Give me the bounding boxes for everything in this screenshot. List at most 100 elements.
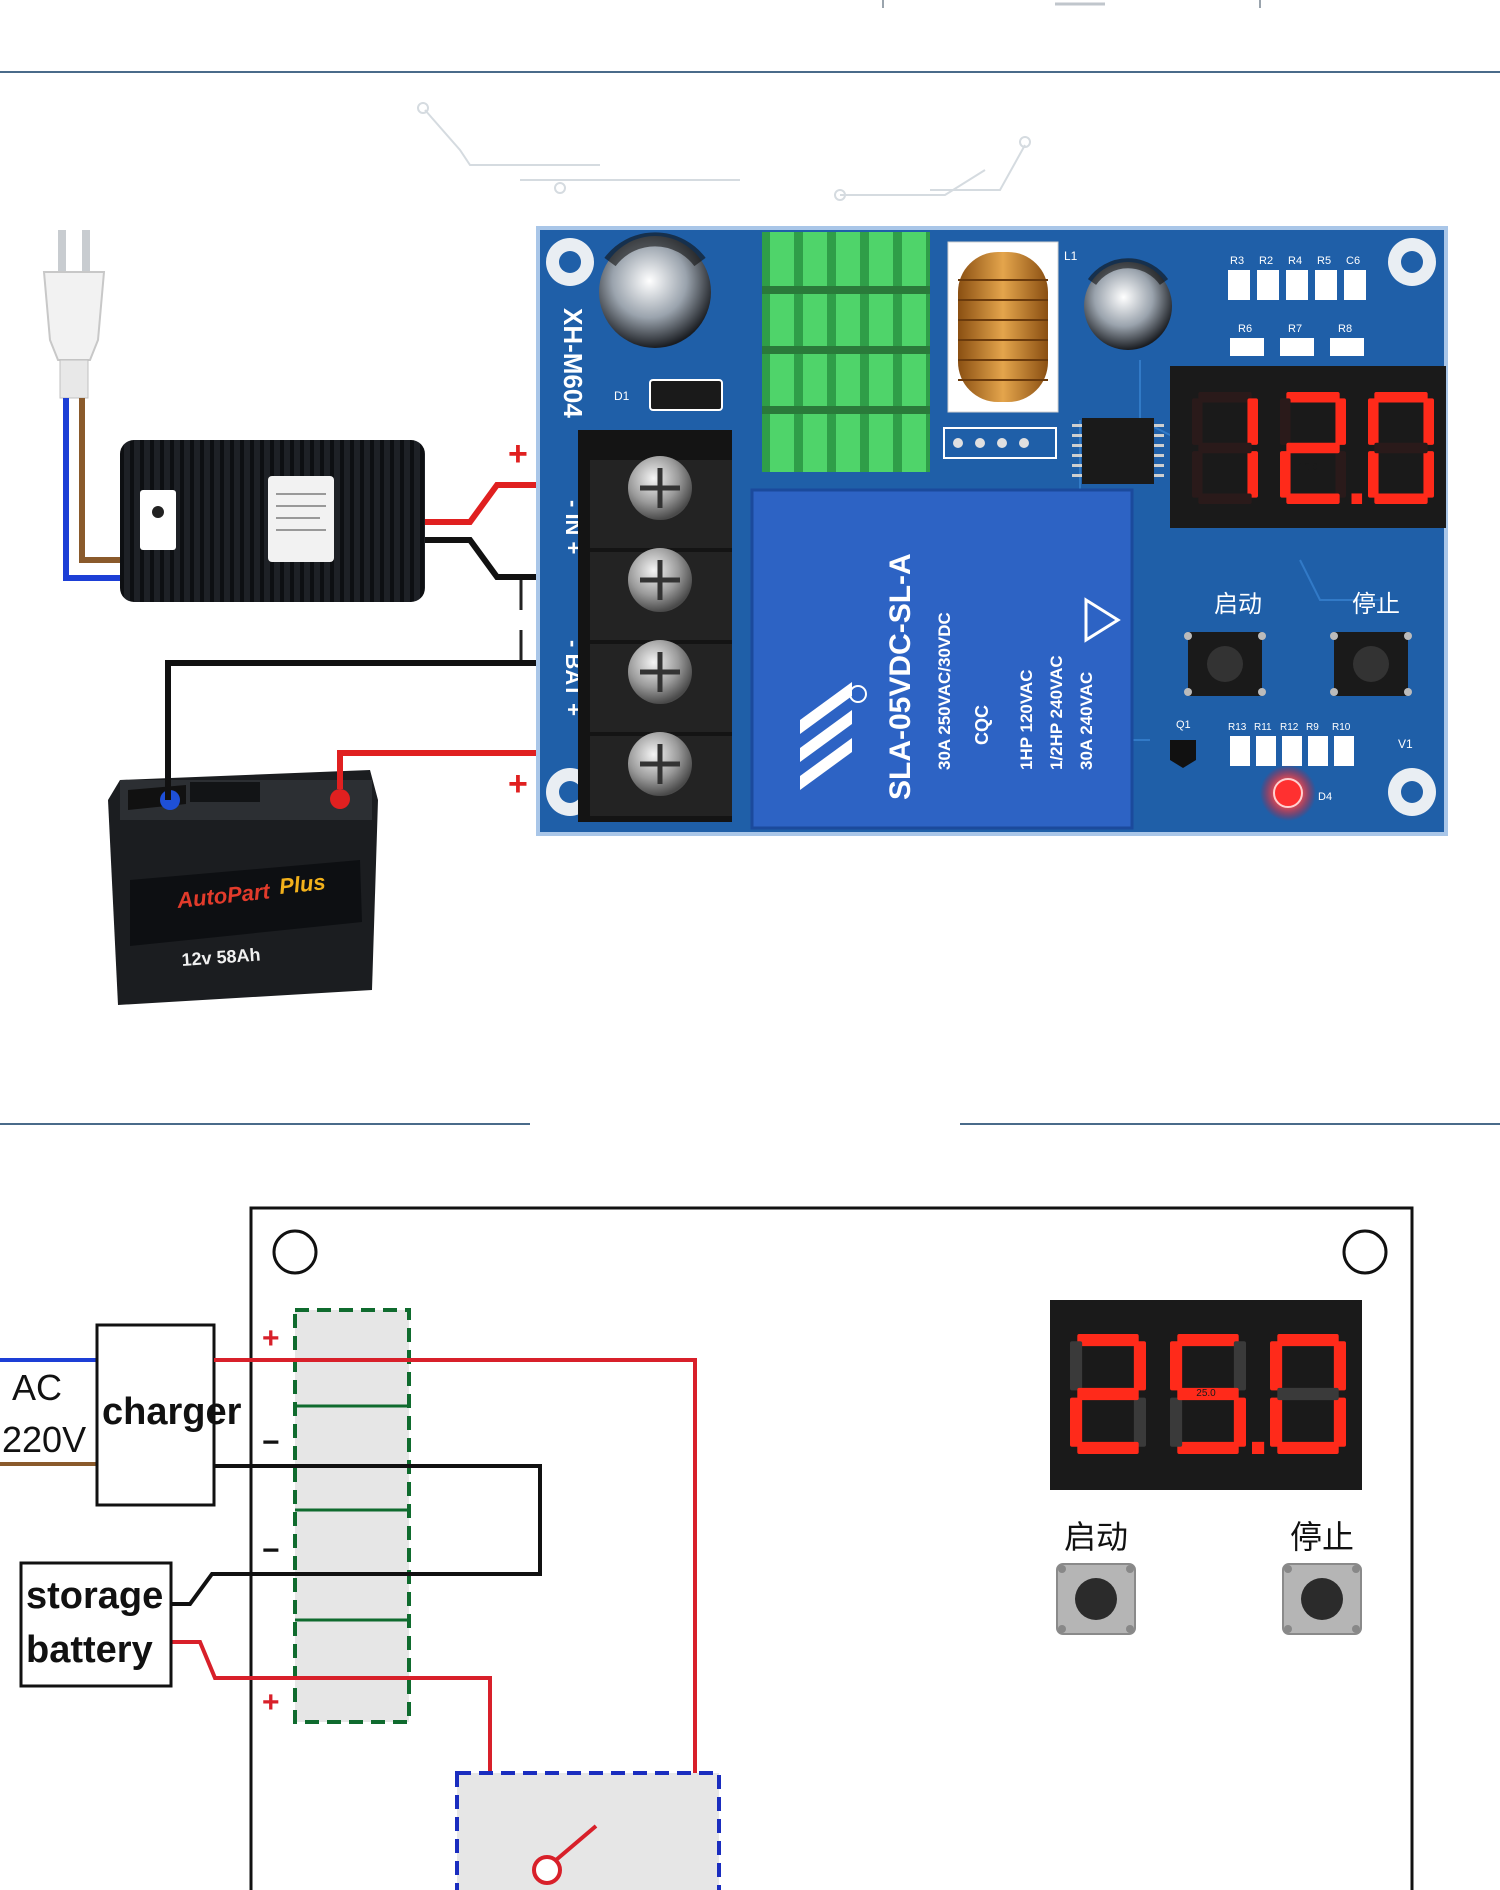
schematic-display-digit-2-segment-e [1270, 1397, 1283, 1447]
photo-start-button[interactable] [1184, 632, 1266, 696]
battery-red-wire [337, 750, 590, 789]
schematic-display-digits [1070, 1334, 1346, 1454]
v1-label: V1 [1398, 737, 1413, 751]
photo-display-digit-0-segment-f [1192, 398, 1203, 445]
photo-display-digit-1-segment-g [1286, 442, 1340, 454]
smd-row-bottom [1230, 736, 1354, 766]
photo-display-decimal-point [1351, 493, 1363, 504]
xh-m604-board: L1 D1 R3 R2 R4 R5 C6 [536, 226, 1448, 836]
photo-display-digit-0-segment-d [1198, 493, 1252, 504]
relay: SLA-05VDC-SL-A 30A 250VAC/30VDC CQC 1HP … [750, 488, 1134, 830]
photo-display-digit-0-segment-a [1198, 392, 1252, 403]
mounting-hole-bottom-right [1388, 768, 1436, 816]
photo-display-digit-2-segment-e [1368, 451, 1379, 498]
photo-start-label: 启动 [1214, 590, 1262, 618]
smd-label-bottom-5: R10 [1332, 722, 1351, 733]
schematic-display-digit-0-segment-g [1077, 1387, 1139, 1401]
schematic-battery-label-line2: battery [26, 1629, 153, 1671]
schematic-ac-label: AC [12, 1367, 62, 1408]
smd-label-bottom-2: R11 [1254, 722, 1272, 733]
schematic-display-digit-2-segment-f [1270, 1341, 1283, 1391]
heatsink [762, 232, 930, 472]
schematic-display-digit-1-segment-f [1170, 1341, 1183, 1391]
smd-label-bottom-1: R13 [1228, 722, 1247, 733]
smd-label-bottom-3: R12 [1280, 722, 1299, 733]
schematic-minus-2: − [262, 1534, 280, 1567]
bat-plus-sign: + [508, 765, 528, 803]
schematic-charger-box [95, 1323, 216, 1507]
photo-display-digit-1-segment-e [1280, 451, 1291, 498]
schematic-plus-bottom: + [262, 1686, 280, 1719]
schematic-display-digit-2-segment-a [1277, 1334, 1339, 1347]
schematic-terminal-dividers [295, 1404, 409, 1622]
smd-label-top-5: C6 [1346, 255, 1360, 267]
photo-display-digit-0-segment-c [1247, 451, 1258, 498]
in-plus-sign: + [508, 435, 528, 473]
schematic-voltage-label: 220V [2, 1419, 86, 1460]
schematic-stop-label: 停止 [1290, 1518, 1354, 1556]
car-battery: AutoPart Plus 12v 58Ah [108, 770, 378, 1005]
schematic-start-button[interactable] [1056, 1563, 1136, 1635]
smd-row-top [1228, 270, 1366, 300]
charger-adapter [120, 440, 425, 602]
photo-display-digit-2-segment-g [1374, 442, 1428, 454]
schematic-battery-negative-wire [171, 1572, 295, 1606]
schematic-display-digit-0-segment-d [1077, 1441, 1139, 1454]
schematic-display-decimal-point [1252, 1441, 1265, 1454]
schematic-display-digit-0-segment-e [1070, 1397, 1083, 1447]
relay-rating-line3: 1/2HP 240VAC [1047, 655, 1066, 770]
smd-label-top-2: R2 [1259, 255, 1273, 267]
schematic-display-digit-1-segment-g [1177, 1387, 1239, 1401]
schematic-charger-label: charger [102, 1391, 242, 1433]
schematic-hole-right [1342, 1229, 1388, 1275]
terminal-screw-4 [628, 732, 692, 796]
terminal-screw-2 [628, 548, 692, 612]
schematic-hole-left [272, 1229, 318, 1275]
diode-d1 [649, 379, 723, 411]
q1-label: Q1 [1176, 719, 1191, 731]
schematic-start-label: 启动 [1064, 1518, 1128, 1556]
schematic-display-digit-1-segment-b [1233, 1341, 1246, 1391]
photo-display-digit-1-segment-f [1280, 398, 1291, 445]
d4-label: D4 [1318, 791, 1332, 803]
photo-display-digit-2-segment-d [1374, 493, 1428, 504]
terminal-screw-3 [628, 640, 692, 704]
ac-wire-blue [63, 398, 125, 581]
relay-rating-line1: 30A 250VAC/30VDC [935, 612, 954, 770]
inductor-coil [943, 241, 1059, 459]
top-edge-fragment [882, 0, 1261, 8]
schematic-terminal-block [293, 1308, 411, 1724]
schematic-display-digit-2-segment-g [1277, 1387, 1339, 1401]
photo-display-digit-2-segment-b [1423, 398, 1434, 445]
schematic-display-digit-1-segment-c [1233, 1397, 1246, 1447]
schematic-charger-negative-wire [214, 1464, 542, 1576]
relay-model-label: SLA-05VDC-SL-A [884, 553, 917, 800]
photo-display-digits [1192, 392, 1434, 504]
board-model-label: XH-M604 [558, 308, 588, 418]
photo-display-value: 12.0 [1298, 462, 1318, 473]
terminal-block [578, 430, 732, 822]
photo-display-digit-0-segment-g [1198, 442, 1252, 454]
photo-display-digit-1-segment-a [1286, 392, 1340, 403]
schematic-battery-box [19, 1561, 173, 1688]
battery-black-wire [165, 660, 590, 800]
schematic-stop-button[interactable] [1282, 1563, 1362, 1635]
schematic-minus-1: − [262, 1426, 280, 1459]
smd-label-top-1: R3 [1230, 255, 1244, 267]
schematic-display-digit-1-segment-a [1177, 1334, 1239, 1347]
smd-row-mid [1230, 338, 1364, 356]
schematic-display-digit-0-segment-f [1070, 1341, 1083, 1391]
schematic-display-digit-0-segment-a [1077, 1334, 1139, 1347]
photo-stop-button[interactable] [1330, 632, 1412, 696]
status-led [1273, 778, 1303, 808]
relay-rating-line4: 30A 240VAC [1077, 672, 1096, 770]
transistor-q1 [1170, 740, 1196, 768]
schematic-battery-label-line1: storage [26, 1575, 163, 1617]
ac-wire-brown [79, 398, 125, 563]
schematic-plus-top: + [262, 1322, 280, 1355]
smd-label-mid-1: R6 [1238, 323, 1252, 335]
circuit-trace-decoration [417, 102, 1031, 201]
smd-label-top-4: R5 [1317, 255, 1331, 267]
terminal-screw-1 [628, 456, 692, 520]
